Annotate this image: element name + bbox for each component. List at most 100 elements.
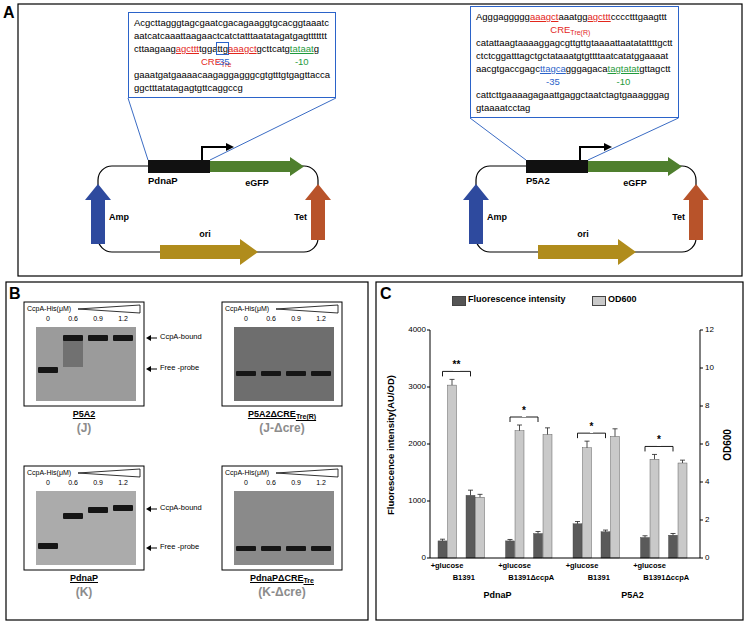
sequence-segment: cattcttgaaaagagaattgaggctaatctagtgaaaggg… (476, 89, 669, 100)
band-pointer-head (146, 545, 151, 551)
gene-label: Tet (294, 212, 307, 222)
panel-border (6, 282, 368, 620)
gene-label: Amp (487, 212, 507, 222)
axis-tick (427, 444, 430, 445)
concentration-label: 0.6 (266, 479, 276, 487)
significance-mark: * (657, 434, 661, 446)
concentration-label: 0 (244, 479, 248, 487)
gene-label: eGFP (245, 178, 269, 188)
error-bar (547, 428, 548, 435)
sequence-segment: ctctcggatttagctgctataaatgtgttttaatcatatg… (476, 50, 668, 61)
sequence-segment: ttg (217, 43, 228, 54)
sequence-line: cattcttgaaaagagaattgaggctaatctagtgaaaggg… (476, 88, 673, 101)
bar (476, 497, 485, 558)
sequence-segment: gttagctt (639, 63, 670, 74)
promoter-name: P5A2 (526, 175, 550, 186)
bar (573, 524, 582, 558)
probe-name-subscript: Tre (303, 577, 314, 585)
error-bar-cap (508, 539, 513, 540)
panel-border (376, 282, 743, 620)
gel-band (88, 335, 108, 341)
leader-line (210, 98, 336, 160)
plasmid-backbone (476, 166, 696, 252)
sequence-segment: -10 (617, 76, 631, 87)
sequence-line: ctctcggatttagctgctataaatgtgttttaatcatatg… (476, 49, 673, 62)
concentration-triangle (276, 469, 338, 477)
error-bar-cap (613, 428, 618, 429)
gel-band (38, 543, 58, 549)
gel-band (261, 371, 281, 376)
axis-tick (427, 387, 430, 388)
error-bar (470, 490, 471, 495)
promoter-name: PdnaP (148, 175, 178, 186)
condition-label: +glucose (566, 562, 599, 571)
gel-image (234, 491, 334, 565)
axis-title: CcpA-His(μM) (27, 469, 71, 477)
panel-tag: (J-Δcre) (259, 422, 304, 436)
gene-label: Tet (672, 212, 685, 222)
amp-gene-arrow (85, 184, 111, 244)
tick-label: 3000 (408, 382, 426, 391)
error-bar-cap (545, 427, 550, 428)
concentration-label: 0.6 (68, 315, 78, 323)
error-bar-cap (478, 494, 483, 495)
sequence-segment: Tre(R) (570, 29, 590, 36)
concentration-label: 0 (46, 315, 50, 323)
x-axis (430, 558, 700, 559)
sequence-segment: gaaatgatgaaaacaagaggagggcgtgtttgtgagttac… (134, 69, 330, 80)
axis-tick (700, 558, 703, 559)
gel-image (36, 327, 136, 401)
gel-band (311, 371, 331, 376)
bar (515, 431, 524, 558)
gel-band (261, 546, 281, 551)
condition-label: +glucose (498, 562, 531, 571)
gel-smear (63, 339, 83, 367)
strain-label: B1391ΔccpA (643, 574, 689, 583)
bar (466, 495, 475, 558)
axis-title: CcpA-His(μM) (225, 305, 269, 313)
axis-tick (700, 368, 703, 369)
sequence-annotation: -35 (546, 75, 560, 88)
significance-bracket (645, 446, 673, 451)
leader-line (588, 118, 679, 160)
tick-label: 10 (705, 363, 714, 372)
gel-panel-frame (24, 466, 144, 570)
sequence-segment: agcttt (176, 43, 199, 54)
bar (669, 535, 678, 558)
concentration-triangle (78, 305, 140, 313)
gel-band (113, 505, 133, 511)
sequence-box: Agggagggggaaagctaaatggagctttcccctttgaagt… (470, 6, 679, 118)
sequence-line: CRETre-35-10 (134, 55, 330, 68)
error-bar-cap (585, 441, 590, 442)
sequence-segment: -35 (216, 56, 230, 67)
ori-arrow (538, 239, 636, 265)
amp-gene-arrow (463, 184, 489, 244)
significance-bracket (510, 417, 538, 422)
band-pointer-line (150, 338, 157, 339)
concentration-triangle (78, 469, 140, 477)
legend-text: OD600 (608, 294, 637, 304)
gel-band (236, 371, 256, 376)
sequence-segment: Agggaggggg (476, 11, 530, 22)
band-pointer-line (150, 509, 157, 510)
error-bar-cap (536, 531, 541, 532)
gene-label: Amp (109, 212, 129, 222)
significance-bracket (443, 371, 471, 376)
gel-panel-frame (222, 466, 342, 570)
concentration-label: 0.6 (266, 315, 276, 323)
sequence-line: cttaagaagagcttttggattgaaagctgcttcatgtata… (134, 42, 330, 55)
sequence-segment: tgga (199, 43, 218, 54)
axis-tick (427, 558, 430, 559)
concentration-triangle (276, 305, 338, 313)
error-bar (587, 441, 588, 448)
sequence-segment: ttagca (540, 63, 566, 74)
error-bar (654, 454, 655, 459)
probe-name: PdnaPΔCRE (250, 573, 303, 583)
gel-band (63, 513, 83, 519)
sequence-annotation: -10 (295, 55, 309, 68)
axis-tick (700, 482, 703, 483)
axis-tick (700, 520, 703, 521)
bar (506, 541, 515, 558)
tick-label: 0 (422, 553, 426, 562)
